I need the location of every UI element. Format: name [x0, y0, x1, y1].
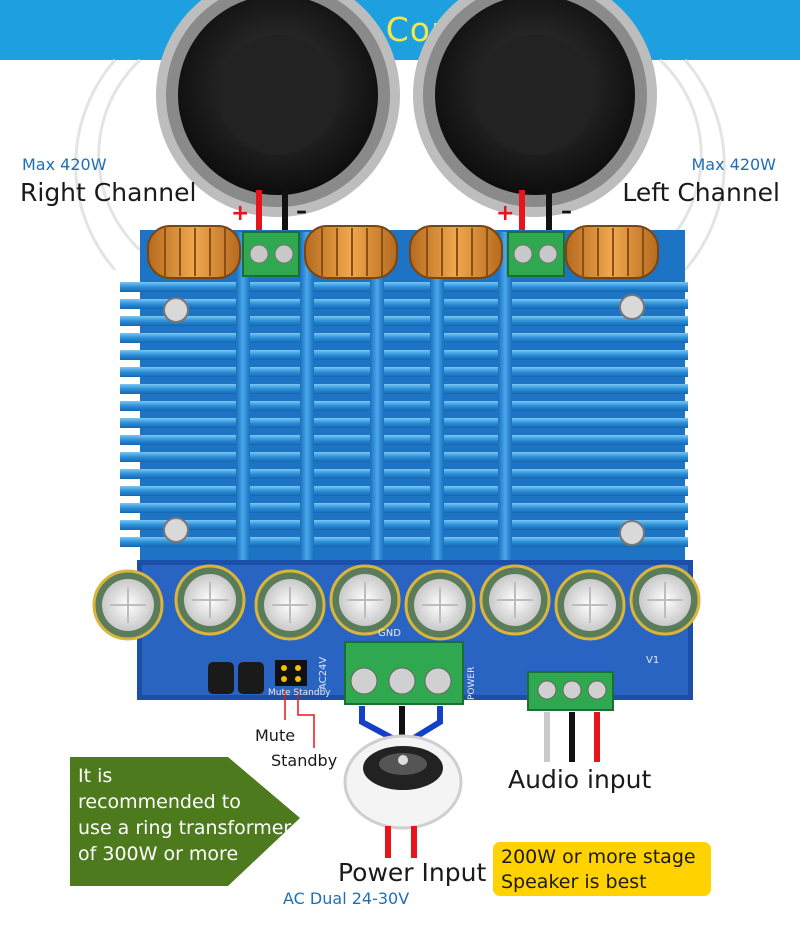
silk-v1: V1	[646, 655, 660, 666]
sound-waves	[74, 58, 726, 271]
heatsink-column	[236, 232, 250, 560]
heatsink-fin	[120, 299, 688, 309]
left-plus-sign: +	[496, 201, 515, 226]
speaker-terminal-right-icon	[242, 231, 300, 277]
capacitor-icon	[329, 564, 401, 636]
left-channel-label: Left Channel	[622, 178, 780, 207]
heatsink-fin	[120, 503, 688, 513]
small-capacitor-icons	[208, 662, 264, 694]
speaker-note-box	[493, 842, 711, 896]
right-channel-label: Right Channel	[20, 178, 197, 207]
right-plus-sign: +	[231, 201, 250, 226]
screw-icons	[163, 294, 645, 546]
silk-power: POWER	[467, 666, 477, 700]
inductor-coils	[147, 225, 659, 279]
recommendation-line: of 300W or more	[78, 843, 239, 865]
standby-label: Standby	[271, 751, 338, 770]
heatsink-fin	[120, 418, 688, 428]
heatsink-fin	[120, 367, 688, 377]
recommendation-line: use a ring transformer	[78, 817, 292, 839]
capacitor-icon	[254, 569, 326, 641]
power-wires	[359, 706, 443, 741]
heatsink-fin	[120, 316, 688, 326]
capacitor-icon	[479, 564, 551, 636]
audio-wires	[544, 712, 600, 762]
recommendation-line: recommended to	[78, 791, 241, 813]
recommendation-text: It is recommended to use a ring transfor…	[78, 763, 291, 867]
power-input-label: Power Input	[338, 858, 487, 887]
power-input-spec: AC Dual 24-30V	[283, 889, 410, 908]
right-minus-sign: –	[296, 199, 307, 224]
recommendation-callout	[70, 757, 300, 886]
header-banner	[0, 0, 800, 60]
recommendation-line: It is	[78, 765, 113, 787]
heatsink-column	[430, 232, 444, 560]
speaker-note-line: 200W or more stage	[501, 846, 696, 868]
left-minus-sign: –	[561, 199, 572, 224]
heatsink-fin	[120, 282, 688, 292]
right-channel-power: Max 420W	[22, 155, 107, 174]
capacitor-icon	[629, 564, 701, 636]
audio-input-label: Audio input	[508, 765, 652, 794]
capacitor-icon	[174, 564, 246, 636]
mute-standby-leaders	[284, 690, 315, 748]
heatsink-fin	[120, 469, 688, 479]
capacitor-icon	[554, 569, 626, 641]
heatsink-column	[498, 232, 512, 560]
heatsink-fin	[120, 452, 688, 462]
speaker-note-line: Speaker is best	[501, 871, 647, 893]
heatsink-fin	[120, 384, 688, 394]
silk-gnd: GND	[378, 628, 401, 639]
capacitors	[92, 564, 701, 641]
heatsink-fin	[120, 435, 688, 445]
jumper-header-icon	[275, 660, 307, 686]
heatsink-fin	[120, 486, 688, 496]
left-channel-power: Max 420W	[691, 155, 776, 174]
speaker-right-icon	[156, 0, 400, 217]
capacitor-icon	[92, 569, 164, 641]
audio-input-terminal-icon	[527, 671, 614, 711]
silk-mute-standby: Mute Standby	[268, 688, 331, 698]
heatsink-fin	[120, 350, 688, 360]
speaker-terminal-left-icon	[507, 231, 565, 277]
toroidal-transformer-icon	[343, 734, 463, 858]
speaker-left-icon	[413, 0, 657, 217]
silk-ac24v: AC24V	[318, 656, 329, 690]
capacitor-icon	[404, 569, 476, 641]
power-terminal-icon	[344, 641, 464, 705]
heatsink-fin	[120, 401, 688, 411]
mute-label: Mute	[255, 726, 296, 745]
heatsink-column	[370, 232, 384, 560]
heatsink	[120, 230, 688, 560]
heatsink-column	[300, 232, 314, 560]
speaker-note-text: 200W or more stage Speaker is best	[501, 845, 696, 895]
heatsink-fin	[120, 537, 688, 547]
heatsink-fin	[120, 520, 688, 530]
heatsink-fin	[120, 333, 688, 343]
